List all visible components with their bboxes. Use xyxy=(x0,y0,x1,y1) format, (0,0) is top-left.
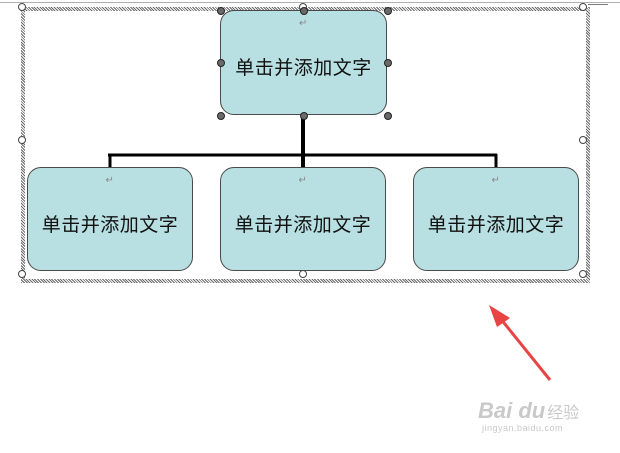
canvas-handle-middle-left[interactable] xyxy=(18,136,26,144)
arrow-shaft xyxy=(498,317,552,381)
canvas-handle-top-left[interactable] xyxy=(18,3,26,11)
ruler-tick xyxy=(588,4,608,5)
node-handle-bottom-center[interactable] xyxy=(300,112,308,120)
watermark-text: 经验 xyxy=(547,405,580,422)
node-handle-top-left[interactable] xyxy=(217,7,225,15)
org-node-text[interactable]: 单击并添加文字 xyxy=(427,213,565,236)
baidu-logo: Bai du xyxy=(478,398,546,423)
arrow-head xyxy=(489,305,510,327)
paragraph-mark: ↵ xyxy=(299,18,308,29)
node-handle-top-center[interactable] xyxy=(300,7,308,15)
node-handle-bottom-right[interactable] xyxy=(384,112,392,120)
canvas-handle-top-right[interactable] xyxy=(579,3,587,11)
connector-lines xyxy=(108,115,498,167)
org-node-child-3[interactable]: ↵ 单击并添加文字 xyxy=(413,167,579,271)
node-handle-bottom-left[interactable] xyxy=(217,112,225,120)
org-node-text[interactable]: 单击并添加文字 xyxy=(41,213,179,236)
ruler-line xyxy=(0,2,620,3)
canvas-handle-bottom-left[interactable] xyxy=(18,270,26,278)
node-handle-middle-right[interactable] xyxy=(384,59,392,67)
org-node-root[interactable]: ↵ 单击并添加文字 xyxy=(220,10,387,115)
watermark-url: jingyan.baidu.com xyxy=(482,423,564,433)
org-node-text[interactable]: 单击并添加文字 xyxy=(235,57,372,79)
org-node-child-2[interactable]: ↵ 单击并添加文字 xyxy=(220,167,386,271)
paragraph-mark: ↵ xyxy=(298,175,308,186)
org-node-text[interactable]: 单击并添加文字 xyxy=(234,213,372,236)
node-handle-middle-left[interactable] xyxy=(217,59,225,67)
paragraph-mark: ↵ xyxy=(491,175,501,186)
node-handle-top-right[interactable] xyxy=(384,7,392,15)
paragraph-mark: ↵ xyxy=(105,175,115,186)
org-node-child-1[interactable]: ↵ 单击并添加文字 xyxy=(27,167,193,271)
canvas-handle-middle-right[interactable] xyxy=(579,136,587,144)
canvas-handle-bottom-right[interactable] xyxy=(579,270,587,278)
red-arrow-annotation xyxy=(489,305,552,381)
